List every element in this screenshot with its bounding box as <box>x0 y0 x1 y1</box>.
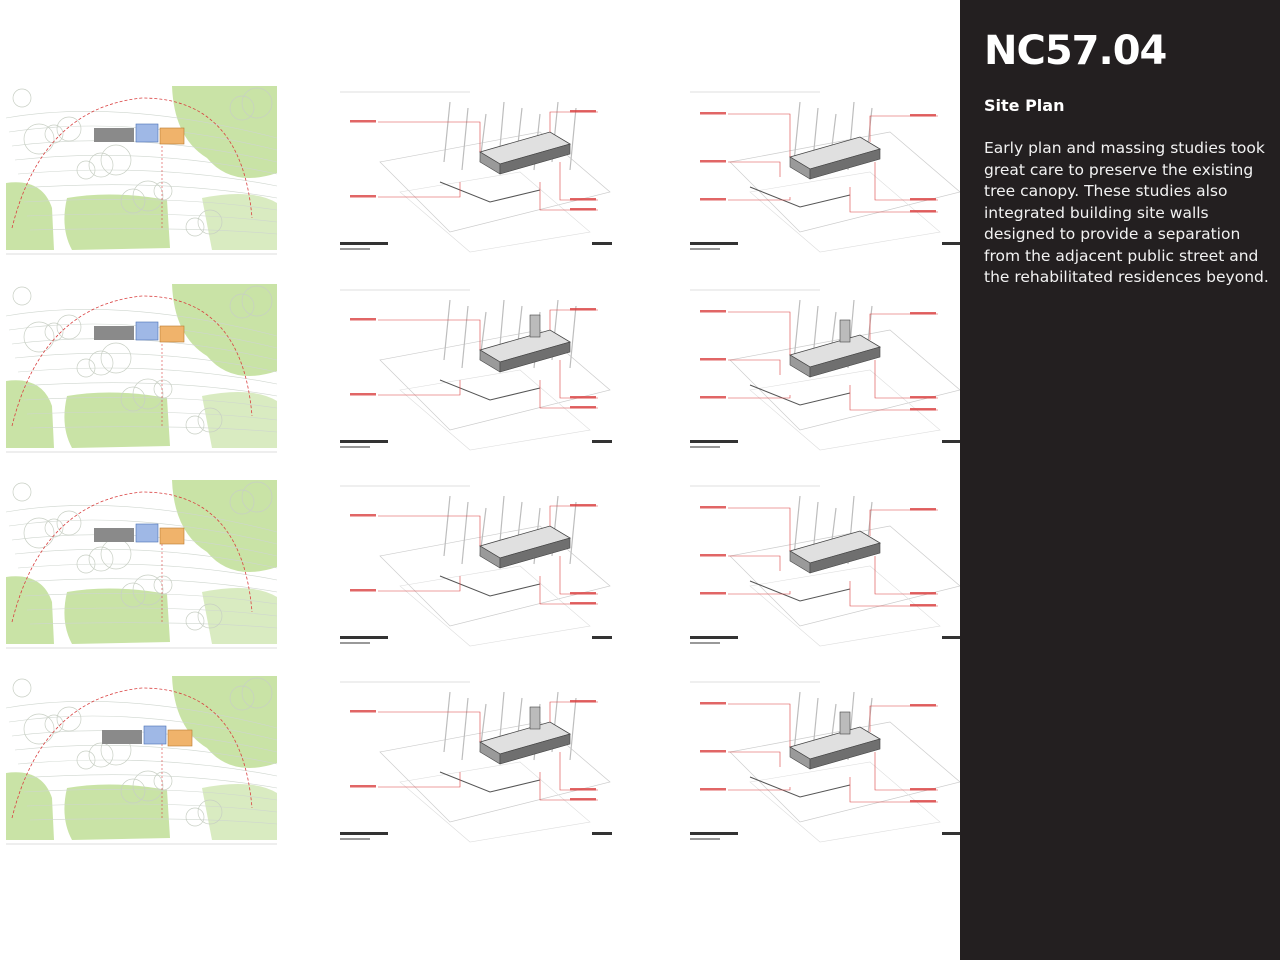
description-text: Early plan and massing studies took grea… <box>984 139 1269 286</box>
massing-study-thumbnail <box>340 82 630 272</box>
massing-study-thumbnail <box>340 476 630 666</box>
site-plan-thumbnail <box>2 472 287 662</box>
massing-study-thumbnail <box>690 672 980 862</box>
massing-study-thumbnail <box>690 280 980 470</box>
massing-study-thumbnail <box>340 672 630 862</box>
site-plan-thumbnail <box>2 78 287 268</box>
massing-study-thumbnail <box>690 476 980 666</box>
massing-study-thumbnail <box>690 82 980 272</box>
drawing-board <box>2 78 962 862</box>
massing-study-thumbnail <box>340 280 630 470</box>
site-plan-thumbnail <box>2 276 287 466</box>
project-code: NC57.04 <box>984 28 1167 74</box>
site-plan-thumbnail <box>2 668 287 858</box>
info-panel: NC57.04 Site Plan Early plan and massing… <box>960 0 1280 960</box>
section-heading: Site Plan <box>984 96 1065 115</box>
